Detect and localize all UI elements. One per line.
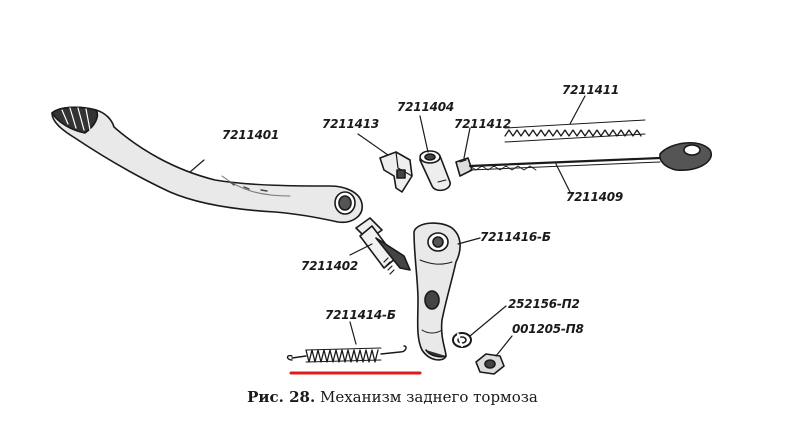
label-pedal-lever: 7211401 <box>222 128 280 142</box>
small-nut-part <box>455 127 473 177</box>
axle-bolt-part <box>349 217 411 275</box>
label-axle-bolt: 7211402 <box>301 259 359 273</box>
top-spring-part <box>504 95 646 143</box>
label-top-spring: 7211411 <box>562 83 620 97</box>
hex-nut-part <box>475 335 513 375</box>
figure-number: Рис. 28. <box>247 388 316 406</box>
brake-lever-part <box>413 222 481 361</box>
sleeve-part <box>419 115 451 192</box>
pedal-lever-part <box>51 106 363 224</box>
label-bottom-spring: 7211414-Б <box>325 308 396 322</box>
bottom-spring-part <box>286 321 407 363</box>
pin-part <box>357 133 413 193</box>
label-lock-washer: 252156-П2 <box>508 297 580 311</box>
label-pin: 7211413 <box>322 117 380 131</box>
label-small-nut: 7211412 <box>454 117 512 131</box>
figure-caption: Рис. 28. Механизм заднего тормоза <box>0 388 785 406</box>
lock-washer-part <box>452 305 507 348</box>
label-brake-lever: 7211416-Б <box>480 230 551 244</box>
figure-title: Механизм заднего тормоза <box>319 388 538 406</box>
label-rod: 7211409 <box>566 190 624 204</box>
label-hex-nut: 001205-П8 <box>512 322 584 336</box>
label-sleeve: 7211404 <box>397 100 455 114</box>
rod-part <box>468 142 713 193</box>
